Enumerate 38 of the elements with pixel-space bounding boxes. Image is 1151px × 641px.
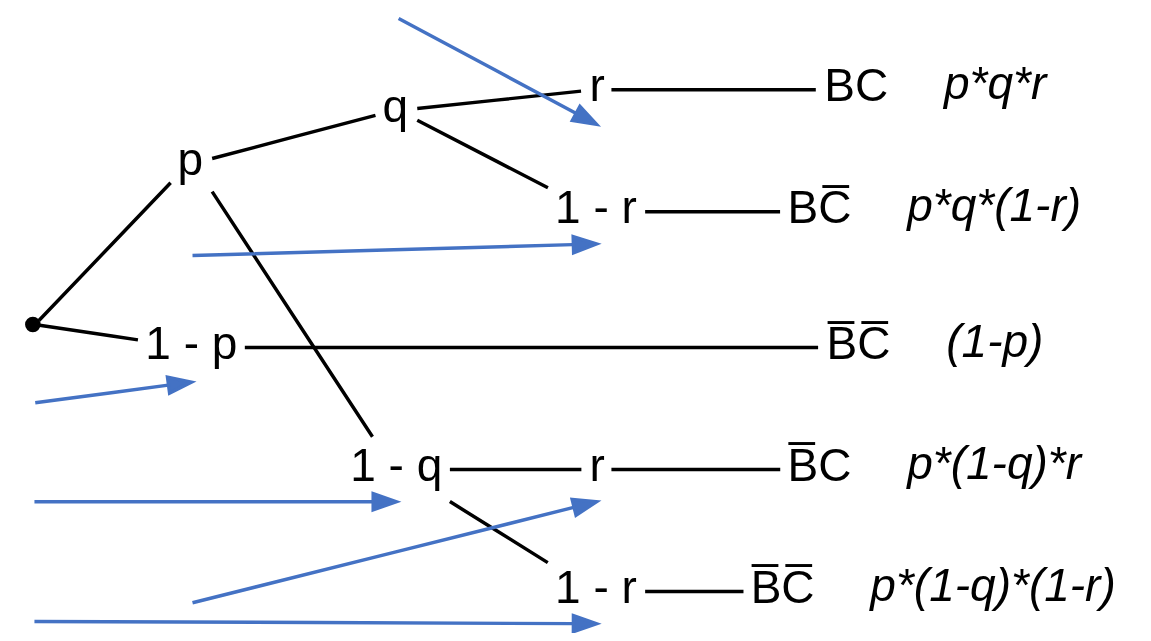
node-text: 1 - q <box>349 439 442 492</box>
node-text: q <box>381 79 408 132</box>
node-text: r <box>589 59 605 112</box>
connector <box>415 118 549 190</box>
arrow <box>191 234 602 258</box>
connector <box>416 89 581 111</box>
connector <box>644 210 780 214</box>
node-label: p*(1-q)*(1-r) <box>869 558 1116 611</box>
arrow <box>397 16 601 127</box>
connector <box>244 345 818 350</box>
connector <box>38 323 138 342</box>
arrow <box>191 497 601 605</box>
arrow <box>33 613 602 633</box>
node-text: BC <box>823 59 888 112</box>
node-text: 1 - r <box>554 561 637 614</box>
node-text: B̅C̅ <box>826 317 891 370</box>
node-text: r <box>589 439 605 492</box>
connector <box>211 113 376 161</box>
connector <box>210 190 374 438</box>
arrow <box>34 374 197 405</box>
connector <box>37 181 172 322</box>
node-text: B̅C <box>786 439 851 492</box>
node-point <box>24 316 41 333</box>
connector <box>610 88 816 92</box>
connector <box>610 467 780 472</box>
connector <box>449 467 581 472</box>
node-text: p <box>177 132 203 185</box>
node-label: (1-p) <box>945 314 1043 367</box>
node-text: 1 - p <box>144 317 237 370</box>
node-label: p*q*r <box>943 56 1046 109</box>
arrow <box>33 491 401 513</box>
node-text: BC̅ <box>786 181 851 234</box>
node-label: p*q*(1-r) <box>906 178 1081 231</box>
connector <box>644 589 743 594</box>
connector <box>448 500 549 565</box>
node-label: p*(1-q)*r <box>906 436 1081 489</box>
node-text: B̅C̅ <box>750 561 815 614</box>
node-text: 1 - r <box>554 181 637 234</box>
